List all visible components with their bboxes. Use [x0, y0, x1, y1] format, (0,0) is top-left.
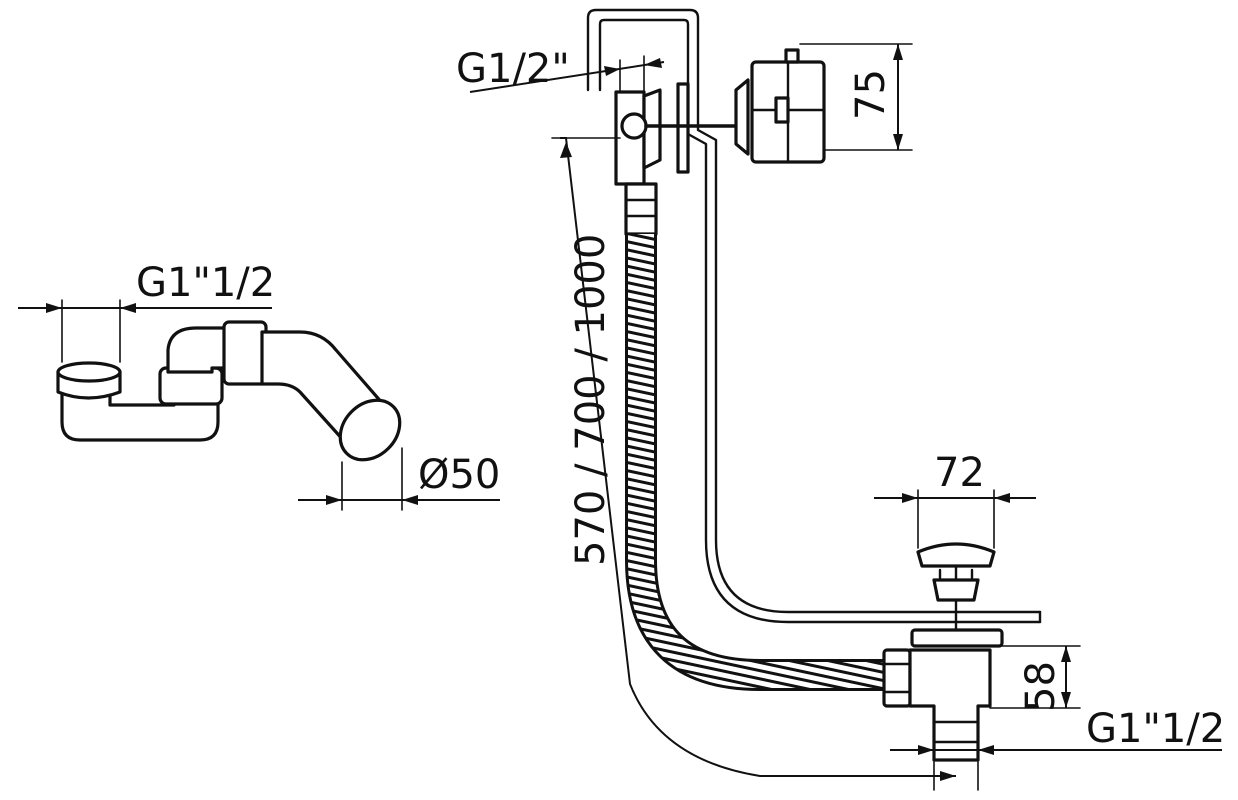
overflow-wedge: [642, 88, 662, 170]
overflow-thread-dimension-line: [469, 61, 665, 93]
waste-overflow-drawing: G1/2" 75 570 / 700 / 1000 72 58: [456, 8, 1225, 791]
length-dimension-line: [560, 137, 956, 777]
waste-hose-nut: [882, 648, 912, 708]
waste-body: [908, 648, 992, 762]
overflow-thread-label: G1/2": [456, 46, 570, 92]
overflow-cover-tab: [784, 48, 800, 64]
overflow-cover-plate: [734, 78, 750, 156]
length-options-label: 570 / 700 / 1000: [568, 234, 614, 566]
waste-plug-seal: [932, 578, 980, 602]
corrugated-hose: [628, 234, 890, 688]
waste-thread-label: G1"1/2: [1086, 706, 1225, 752]
control-cable-inner: [598, 18, 1042, 624]
trap-outlet-end: [338, 398, 402, 462]
trap-inlet-rim: [56, 361, 122, 383]
waste-height-label: 58: [1018, 661, 1064, 712]
bath-trap-drawing: G1"1/2 Ø50: [18, 260, 500, 511]
trap-thread-label: G1"1/2: [136, 260, 275, 306]
overflow-height-label: 75: [848, 69, 894, 120]
overflow-gasket: [676, 82, 690, 174]
waste-plug-cap: [916, 542, 996, 568]
trap-diameter-label: Ø50: [418, 452, 500, 498]
waste-flange: [910, 628, 1004, 648]
waste-width-label: 72: [934, 450, 985, 496]
overflow-cover-center-nut: [774, 96, 790, 124]
trap-elbow-nut: [222, 320, 268, 386]
overflow-connector: [624, 182, 658, 236]
control-cable-outer: [586, 8, 1042, 614]
overflow-knob: [620, 112, 648, 140]
